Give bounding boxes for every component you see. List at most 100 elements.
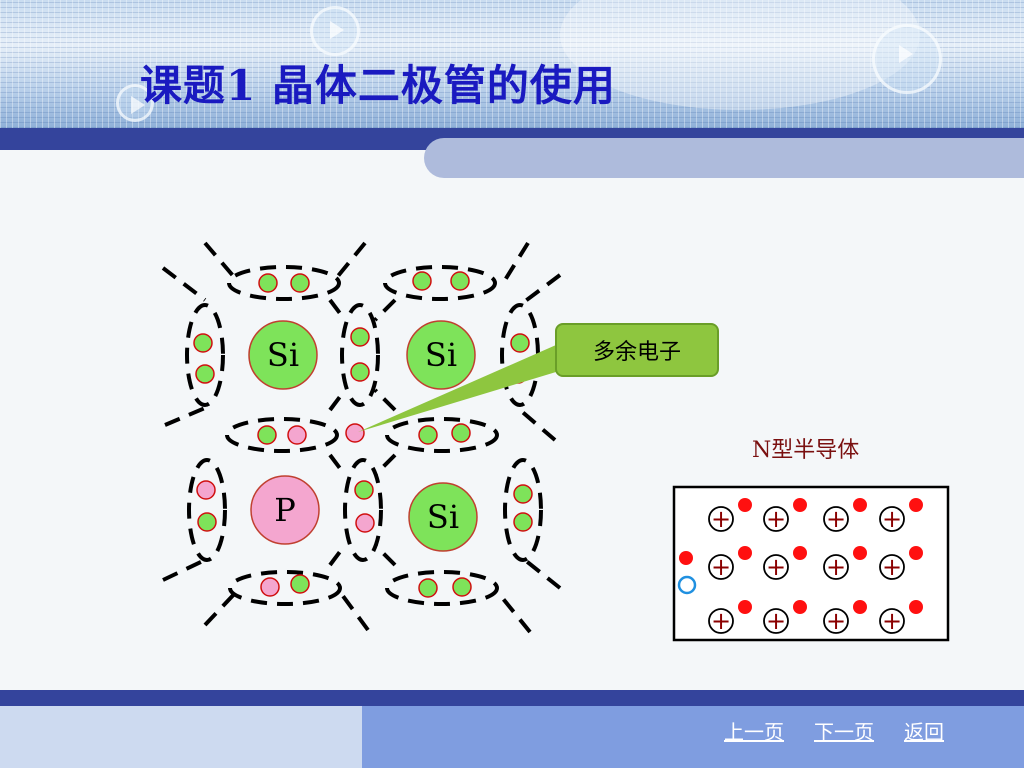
lattice-bond-line xyxy=(336,241,367,278)
covalent-bond-ellipse xyxy=(187,458,227,562)
shared-electron xyxy=(257,425,277,445)
ion-plus-sign: + xyxy=(711,553,731,581)
shared-electron xyxy=(452,577,472,597)
page-title: 课题1 晶体二极管的使用 xyxy=(140,61,616,110)
lattice-bond-line xyxy=(203,241,237,280)
callout-pointer xyxy=(358,345,556,432)
excess-electron xyxy=(345,423,365,443)
shared-electron xyxy=(513,512,533,532)
donor-ion xyxy=(763,608,789,634)
excess-electron-callout: 多余电子 xyxy=(555,323,719,377)
donor-ion xyxy=(708,608,734,634)
ion-plus-sign: + xyxy=(766,553,786,581)
silicon-atom xyxy=(408,482,478,552)
atom-label: Si xyxy=(267,336,299,374)
covalent-bond-ellipse xyxy=(343,458,383,562)
free-electron xyxy=(793,498,807,512)
lattice-bond-line xyxy=(164,406,206,427)
footer-left-panel xyxy=(0,706,362,768)
n-type-label: N型半导体 xyxy=(752,438,860,463)
ion-plus-sign: + xyxy=(882,505,902,533)
shared-electron xyxy=(451,423,471,443)
free-electron xyxy=(738,600,752,614)
covalent-bond-ellipse xyxy=(385,570,499,606)
covalent-bond-ellipse xyxy=(227,265,341,301)
ion-plus-sign: + xyxy=(826,553,846,581)
play-icon xyxy=(310,6,360,56)
lattice-bond-line xyxy=(162,558,206,582)
free-electron xyxy=(909,498,923,512)
lattice-bond-line xyxy=(373,388,397,412)
free-electron xyxy=(853,546,867,560)
shared-electron xyxy=(418,578,438,598)
free-electron xyxy=(909,546,923,560)
donor-ion xyxy=(879,506,905,532)
covalent-bond-ellipse xyxy=(340,303,380,407)
covalent-bond-ellipse xyxy=(503,458,543,562)
lattice-bond-line xyxy=(328,388,347,412)
donor-ion xyxy=(708,506,734,532)
lattice-bond-line xyxy=(161,266,207,302)
covalent-bond-ellipse xyxy=(185,303,225,407)
free-electron xyxy=(909,600,923,614)
header-accent-pill xyxy=(424,138,1024,178)
free-electron xyxy=(738,498,752,512)
donor-ion xyxy=(823,506,849,532)
lattice-bond-line xyxy=(503,241,530,282)
lattice-bond-line xyxy=(203,588,240,627)
shared-electron xyxy=(510,333,530,353)
play-icon xyxy=(872,24,942,94)
atom-label: P xyxy=(274,491,296,529)
lattice-bond-line xyxy=(523,558,562,590)
free-electron xyxy=(853,498,867,512)
covalent-bond-ellipse xyxy=(225,417,339,453)
shared-electron xyxy=(350,327,370,347)
back-link[interactable]: 返回 xyxy=(904,720,944,744)
free-electron xyxy=(793,600,807,614)
shared-electron xyxy=(513,484,533,504)
next-page-link[interactable]: 下一页 xyxy=(814,720,874,744)
phosphorus-electron xyxy=(260,577,280,597)
lattice-bond-line xyxy=(328,298,347,322)
phosphorus-atom xyxy=(250,475,320,545)
n-type-semiconductor-diagram: ++++++++++++ xyxy=(672,485,950,642)
hole xyxy=(677,575,697,595)
atom-label: Si xyxy=(425,336,457,374)
free-electron xyxy=(793,546,807,560)
ion-plus-sign: + xyxy=(882,553,902,581)
ion-plus-sign: + xyxy=(711,505,731,533)
silicon-atom xyxy=(248,320,318,390)
donor-ion xyxy=(823,554,849,580)
shared-electron xyxy=(290,574,310,594)
ion-plus-sign: + xyxy=(882,607,902,635)
shared-electron xyxy=(258,273,278,293)
shared-electron xyxy=(195,364,215,384)
lattice-bond-line xyxy=(373,543,397,567)
phosphorus-electron xyxy=(196,480,216,500)
lattice-bond-line xyxy=(518,408,557,442)
atom-label: Si xyxy=(427,498,459,536)
covalent-bond-ellipse xyxy=(385,417,499,453)
donor-ion xyxy=(823,608,849,634)
shared-electron xyxy=(354,480,374,500)
ion-plus-sign: + xyxy=(826,607,846,635)
lattice-bond-line xyxy=(498,593,532,634)
lattice-bond-line xyxy=(328,453,347,477)
header-banner: 课题1 晶体二极管的使用 xyxy=(0,0,1024,128)
prev-page-link[interactable]: 上一页 xyxy=(724,720,784,744)
shared-electron xyxy=(412,271,432,291)
shared-electron xyxy=(197,512,217,532)
donor-ion xyxy=(879,554,905,580)
lattice-bond-line xyxy=(373,453,397,477)
donor-ion xyxy=(708,554,734,580)
lattice-bond-line xyxy=(328,543,347,567)
donor-ion xyxy=(763,554,789,580)
donor-ion xyxy=(879,608,905,634)
ion-plus-sign: + xyxy=(826,505,846,533)
covalent-bond-ellipse xyxy=(383,265,497,301)
shared-electron xyxy=(290,273,310,293)
donor-ion xyxy=(763,506,789,532)
free-electron xyxy=(679,551,693,565)
shared-electron xyxy=(350,362,370,382)
